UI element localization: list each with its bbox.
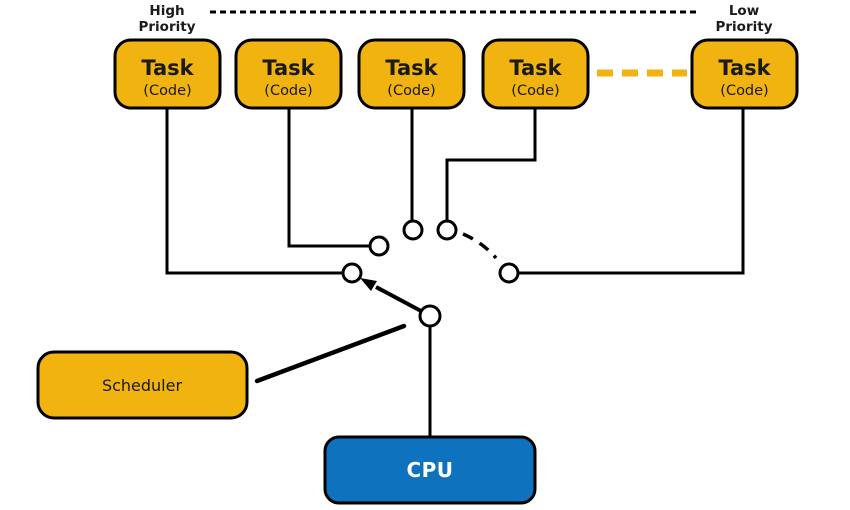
task-box <box>234 38 343 110</box>
task-subtitle: (Code) <box>143 83 191 99</box>
low-priority-label-line1: Low <box>729 3 759 19</box>
task-box <box>113 38 222 110</box>
scheduler-box <box>36 350 249 420</box>
task-connectors <box>165 108 745 275</box>
task-title: Task <box>141 56 194 80</box>
task-subtitle: (Code) <box>264 83 312 99</box>
high-priority-label-line2: Priority <box>139 19 196 35</box>
task-title: Task <box>509 56 562 80</box>
contact-circle-task1 <box>341 262 363 284</box>
task-subtitle: (Code) <box>511 83 559 99</box>
scheduler-node: Scheduler <box>36 350 249 420</box>
task4-connector-line <box>445 108 537 221</box>
task-subtitle: (Code) <box>387 83 435 99</box>
cpu-node: CPU <box>323 435 537 505</box>
task-node-5: Task (Code) <box>690 38 799 110</box>
task-box <box>481 38 590 110</box>
task1-connector-line <box>165 108 343 275</box>
task-box <box>690 38 799 110</box>
contact-circle-task4 <box>436 219 458 241</box>
task-subtitle: (Code) <box>720 83 768 99</box>
selector-arrow-shaft <box>375 285 422 313</box>
task-node-4: Task (Code) <box>481 38 590 110</box>
contact-arc-dashed <box>462 232 498 260</box>
contact-circle-task3 <box>402 219 424 241</box>
switch-contacts <box>341 219 520 284</box>
cpu-box <box>323 435 537 505</box>
scheduler-label: Scheduler <box>102 376 183 395</box>
low-priority-label-line2: Priority <box>716 19 773 35</box>
task-node-2: Task (Code) <box>234 38 343 110</box>
task-title: Task <box>385 56 438 80</box>
task-node-1: Task (Code) <box>113 38 222 110</box>
contact-circle-task2 <box>368 235 390 257</box>
task-title: Task <box>262 56 315 80</box>
task-title: Task <box>718 56 771 80</box>
contact-circle-task5 <box>498 262 520 284</box>
selector-arm <box>360 278 422 313</box>
scheduler-pointer-line <box>254 323 407 384</box>
task2-connector-line <box>287 108 370 248</box>
high-priority-label-line1: High <box>149 3 184 19</box>
task-box <box>357 38 466 110</box>
task5-connector-line <box>518 108 745 275</box>
pivot-circle <box>418 304 442 328</box>
selector-arrowhead <box>360 278 377 291</box>
cpu-label: CPU <box>406 458 453 482</box>
priority-axis: High Priority Low Priority <box>139 3 773 35</box>
task-node-3: Task (Code) <box>357 38 466 110</box>
